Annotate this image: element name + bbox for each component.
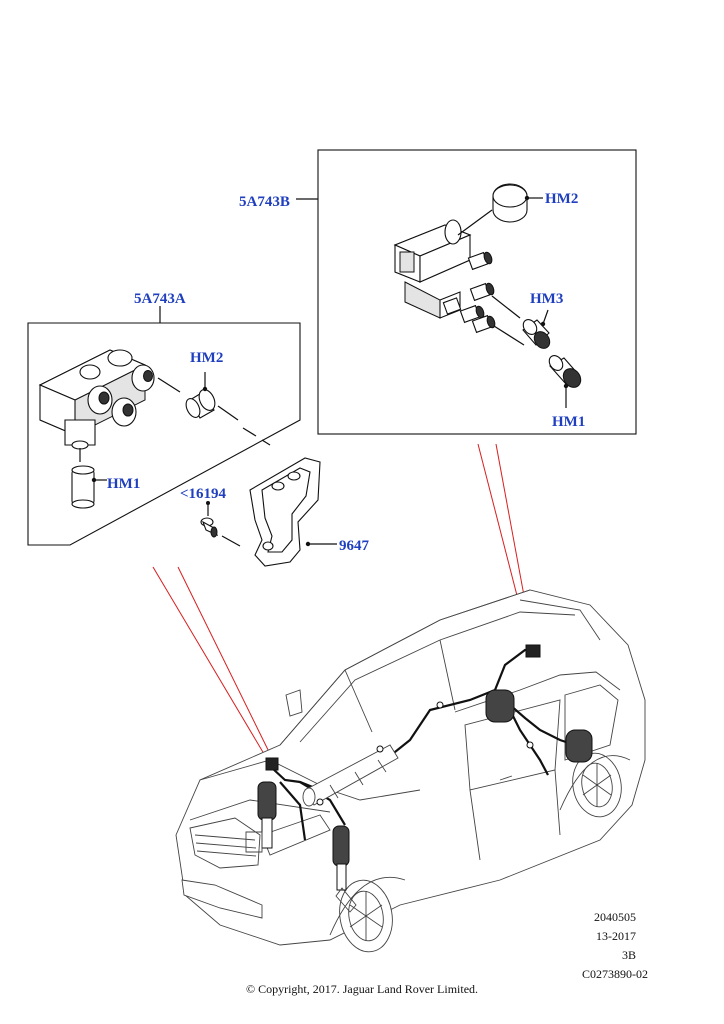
callout-16194[interactable]: <16194: [180, 486, 227, 502]
vehicle-illustration: [175, 589, 646, 953]
drawing-info-block: 2040505 13-2017 3B C0273890-02: [560, 908, 648, 984]
callout-hm1-a[interactable]: HM1: [107, 476, 140, 492]
drawing-id: C0273890-02: [582, 967, 648, 981]
callout-hm2-a[interactable]: HM2: [190, 350, 223, 366]
callout-hm1-b[interactable]: HM1: [552, 414, 585, 430]
valve-block-a: [38, 349, 181, 462]
callout-hm3-b[interactable]: HM3: [530, 291, 563, 307]
air-suspension-system: [245, 644, 593, 913]
drawing-date: 13-2017: [596, 929, 636, 943]
callout-5a743a[interactable]: 5A743A: [134, 291, 186, 307]
valve-block-b: [393, 209, 525, 346]
seal-cap-hm2-a: [185, 372, 239, 421]
bracket-9647: [249, 457, 337, 567]
drawing-revision: 3B: [621, 948, 636, 962]
assembly-b-panel: 5A743B: [239, 149, 637, 435]
assembly-a-panel: 5A743A HM2: [27, 291, 301, 546]
callout-5a743b[interactable]: 5A743B: [239, 194, 290, 210]
callout-hm2-b[interactable]: HM2: [545, 191, 578, 207]
plug-hm3-b: [522, 309, 551, 349]
callout-9647[interactable]: 9647: [339, 538, 370, 554]
plug-hm1-a: [71, 465, 107, 509]
plug-hm1-b: [548, 355, 582, 408]
seal-cap-hm2-b: [492, 183, 543, 223]
copyright-text: © Copyright, 2017. Jaguar Land Rover Lim…: [245, 982, 479, 996]
drawing-code: 2040505: [594, 910, 636, 924]
rivet-16194: <16194: [180, 486, 241, 547]
